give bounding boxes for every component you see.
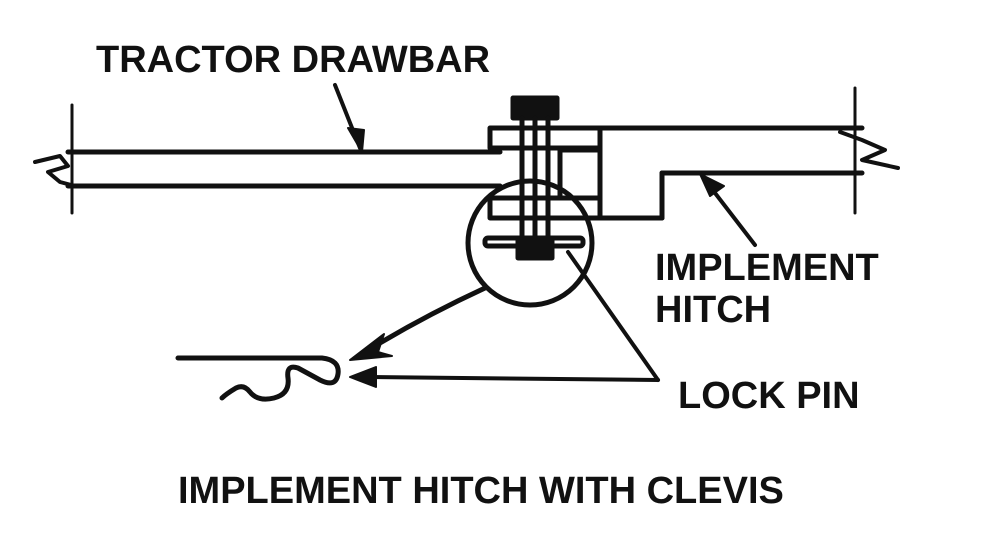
- diagram-caption: IMPLEMENT HITCH WITH CLEVIS: [178, 470, 784, 512]
- drawbar-leader-head: [347, 127, 365, 153]
- clevis-pin: [510, 95, 560, 261]
- arrow-to-detail-head: [349, 333, 393, 361]
- lock-pin-leaders: [366, 250, 660, 382]
- lock-pin-label: LOCK PIN: [678, 375, 860, 417]
- lock-pin-installed: [482, 235, 586, 249]
- detail-circle: [465, 178, 595, 308]
- clevis: [487, 125, 603, 221]
- implement-hitch-label-line1: IMPLEMENT: [655, 247, 879, 289]
- lock-pin-detail: [175, 355, 341, 402]
- implement-hitch: [557, 86, 900, 221]
- lock-pin-leader-head: [349, 366, 377, 388]
- implement-hitch-label-line2: HITCH: [655, 289, 771, 331]
- hitch-leader-head: [699, 173, 725, 197]
- tractor-drawbar-label: TRACTOR DRAWBAR: [96, 39, 490, 81]
- tractor-drawbar: [33, 103, 503, 215]
